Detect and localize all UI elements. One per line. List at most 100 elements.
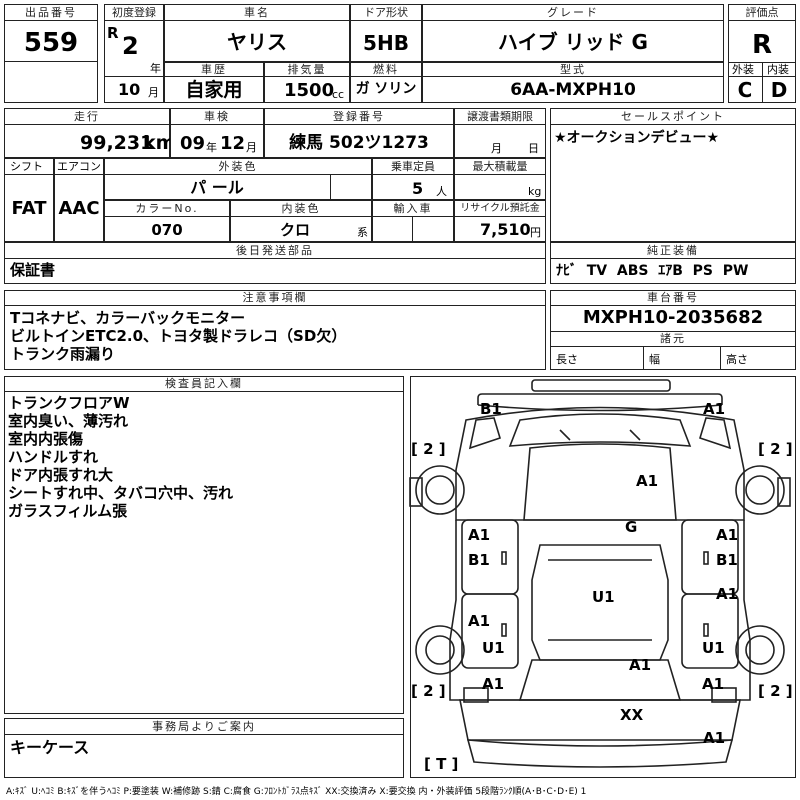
height-label: 高さ <box>726 353 748 366</box>
registration-year: 2 <box>122 32 139 60</box>
damage-left-fender-u: U1 <box>482 639 505 657</box>
genuine-equipment: ﾅﾋﾞ TV ABS ｴｱB PS PW <box>556 263 749 279</box>
registration-number: 練馬 502ツ1273 <box>289 133 429 153</box>
interior-color-unit: 系 <box>357 226 368 239</box>
era: R <box>107 24 119 42</box>
year-unit: 年 <box>150 62 161 75</box>
grade: ハイブ リッド G <box>498 30 648 54</box>
office-info-box <box>4 718 404 778</box>
damage-roof-glass: G <box>625 518 638 536</box>
sales-point-box <box>550 108 796 242</box>
displacement-unit: cc <box>332 88 345 101</box>
length-label: 長さ <box>556 353 578 366</box>
damage-roof: U1 <box>592 588 615 606</box>
note-line: ビルトインETC2.0、トヨタ製ドラレコ（SD欠） <box>10 327 347 345</box>
lot-number: 559 <box>23 28 79 58</box>
exterior-color-box <box>104 158 372 200</box>
damage-rear-left: B1 <box>480 400 502 418</box>
door-type: 5HB <box>363 31 409 55</box>
max-load-box <box>454 158 546 200</box>
chassis-number: MXPH10-2035682 <box>582 307 764 328</box>
inspector-note: 室内内張傷 <box>8 430 84 448</box>
interior-color: クロ <box>279 221 310 239</box>
capacity-unit: 人 <box>436 185 447 198</box>
damage-legend: A:ｷｽﾞ U:ﾍｺﾐ B:ｷｽﾞを伴うﾍｺﾐ P:要塗装 W:補修跡 S:錆 … <box>6 787 587 797</box>
max-load-unit: kg <box>528 185 542 198</box>
model-code: 6AA-MXPH10 <box>510 80 636 100</box>
exterior-color-label: 外装色 <box>218 160 258 173</box>
mileage-box <box>4 108 170 158</box>
inspector-note: 室内臭い、薄汚れ <box>8 412 129 430</box>
capacity: 5 <box>412 179 424 198</box>
car-diagram-box <box>410 376 796 778</box>
damage-right-front-door: A1 <box>716 585 739 603</box>
damage-rear-right: A1 <box>703 400 726 418</box>
door-type-label: ドア形状 <box>364 6 408 19</box>
inspector-notes-label: 検査員記入欄 <box>165 377 243 390</box>
history-label: 車歴 <box>201 63 227 76</box>
recycle-fee: 7,510 <box>480 220 531 239</box>
capacity-label: 乗車定員 <box>391 160 435 173</box>
notes-label: 注意事項欄 <box>242 291 308 304</box>
damage-hood: A1 <box>629 656 652 674</box>
displacement-box <box>264 62 350 103</box>
damage-right-rear-door-b: B1 <box>716 551 738 569</box>
sales-point-label: セールスポイント <box>621 110 725 123</box>
later-parts-label: 後日発送部品 <box>236 244 314 257</box>
interior-grade: D <box>770 78 788 102</box>
bracket-t: [ T ] <box>424 755 459 773</box>
shift-label: シフト <box>10 160 43 173</box>
damage-rear-glass: A1 <box>636 472 659 490</box>
import-box <box>372 200 454 242</box>
inspector-note: シートすれ中、タバコ穴中、汚れ <box>8 484 234 502</box>
damage-left-fender-a: A1 <box>482 675 505 693</box>
car-name-label: 車名 <box>244 6 270 19</box>
note-line: Tコネナビ、カラーバックモニター <box>10 309 246 327</box>
office-info: キーケース <box>10 738 90 757</box>
exterior-label: 外装 <box>732 63 754 76</box>
exterior-color: パ ール <box>190 178 244 197</box>
inspection-label: 車検 <box>204 110 230 123</box>
aircon: AAC <box>58 198 100 219</box>
deadline-month-unit: 月 <box>491 142 502 155</box>
damage-right-fender-u: U1 <box>702 639 725 657</box>
damage-front-xx: XX <box>620 706 644 724</box>
fuel-box <box>350 62 422 103</box>
transfer-deadline-box <box>454 108 546 158</box>
car-name-box <box>164 4 350 62</box>
bracket-right-top: [ 2 ] <box>758 440 793 458</box>
registration-month: 10 <box>118 80 141 99</box>
fuel: ガ ソリン <box>355 81 417 97</box>
grade-label: グレード <box>547 6 599 19</box>
inspection-year-unit: 年 <box>206 141 217 154</box>
model-code-label: 型式 <box>560 63 586 76</box>
first-registration-label: 初度登録 <box>112 6 156 19</box>
shift-box <box>4 158 54 242</box>
bracket-left-bottom: [ 2 ] <box>411 682 446 700</box>
interior-label: 内装 <box>767 63 789 76</box>
month-unit: 月 <box>148 86 159 99</box>
history: 自家用 <box>185 79 243 101</box>
import-label: 輸入車 <box>393 202 433 215</box>
displacement: 1500 <box>284 80 335 101</box>
inspection-month: 12 <box>220 133 246 154</box>
later-parts: 保証書 <box>10 261 56 279</box>
recycle-fee-box <box>454 200 546 242</box>
displacement-label: 排気量 <box>287 63 327 76</box>
recycle-fee-label: リサイクル預託金 <box>460 203 540 214</box>
exterior-grade: C <box>737 78 753 102</box>
registration-number-box <box>264 108 454 158</box>
damage-front-right: A1 <box>703 729 726 747</box>
damage-left-rear-door-a: A1 <box>468 526 491 544</box>
inspector-note: ガラスフィルム張 <box>8 502 128 520</box>
damage-left-rear-door-b: B1 <box>468 551 490 569</box>
notes-list: Tコネナビ、カラーバックモニター ビルトインETC2.0、トヨタ製ドラレコ（SD… <box>10 309 346 363</box>
chassis-box <box>550 290 796 370</box>
later-parts-box <box>4 242 546 284</box>
max-load-label: 最大積載量 <box>472 160 528 173</box>
genuine-equipment-label: 純正装備 <box>647 244 699 257</box>
door-type-box <box>350 4 422 62</box>
color-no-box <box>104 200 230 242</box>
score-label: 評価点 <box>745 6 779 19</box>
chassis-number-label: 車台番号 <box>647 291 699 304</box>
